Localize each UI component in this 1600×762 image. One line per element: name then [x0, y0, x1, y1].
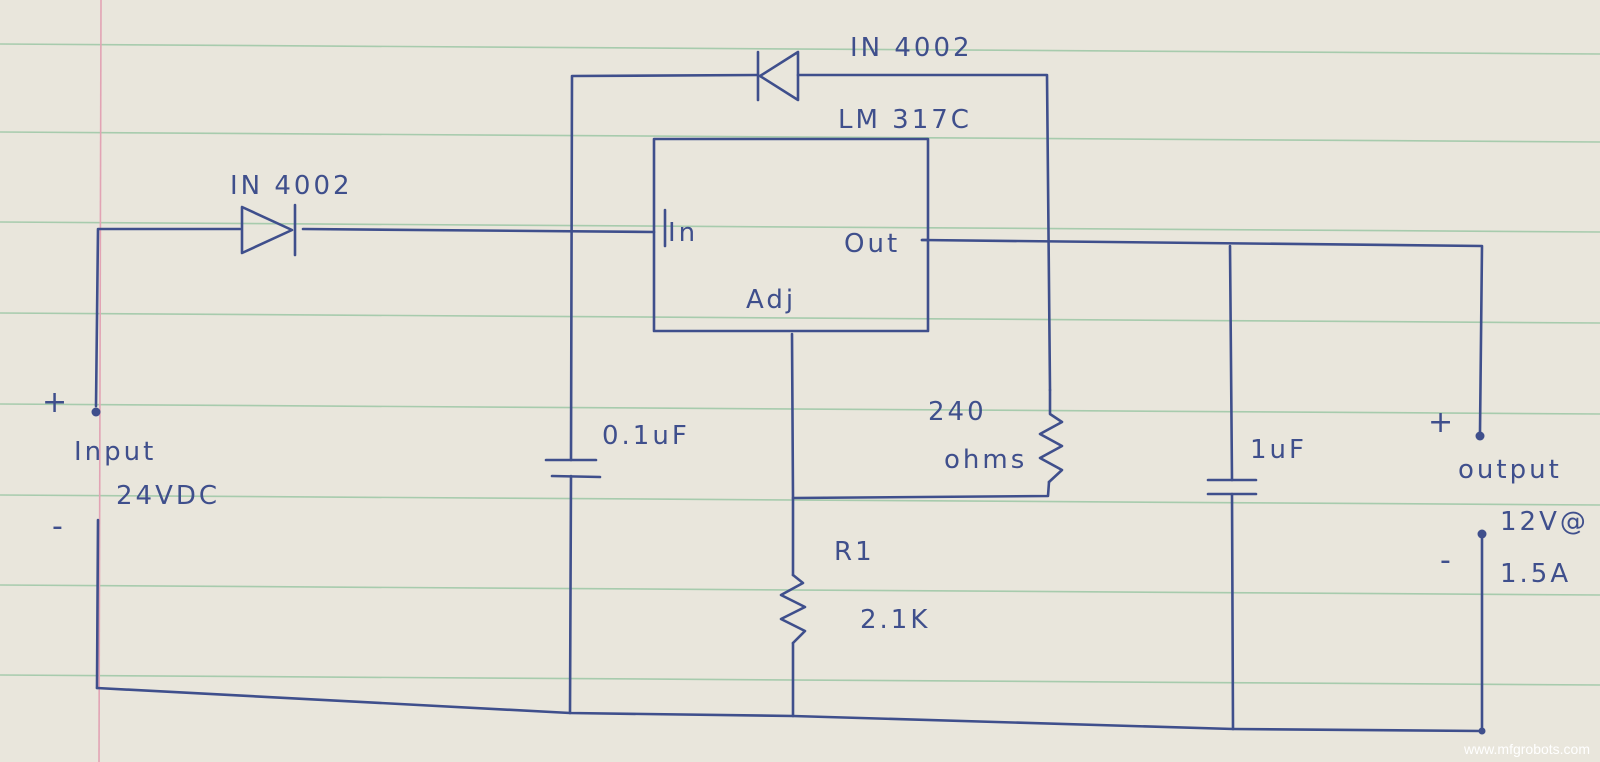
output-plus-terminal [1475, 431, 1485, 441]
pin-out-label: Out [844, 229, 900, 259]
watermark: www.mfgrobots.com [1463, 741, 1590, 757]
wire-top-loop-left [569, 73, 760, 462]
capacitor-large [1206, 478, 1258, 496]
input-plus-terminal [91, 407, 101, 417]
r1-value-label: 2.1K [860, 605, 930, 635]
res-240-unit-label: ohms [944, 445, 1027, 475]
wire-diode-to-in [301, 227, 656, 234]
res-240-value-label: 240 [928, 397, 987, 427]
pin-in-label: In [668, 218, 698, 248]
resistor-r1 [779, 573, 807, 645]
wire-small-cap-lower [568, 474, 573, 715]
wire-adj-down [790, 332, 1051, 500]
output-voltage-label: 12V@ [1500, 507, 1589, 537]
diode-left [240, 203, 297, 257]
wire-large-cap-lower [1230, 492, 1235, 731]
cap-large-label: 1uF [1250, 435, 1307, 465]
regulator-label: LM 317C [838, 105, 972, 135]
wire-input-minus [95, 518, 100, 690]
diode-top [756, 50, 800, 102]
output-minus-label: - [1440, 543, 1454, 578]
regulator-box [652, 137, 930, 333]
capacitor-small [544, 458, 602, 479]
r1-name-label: R1 [834, 537, 875, 567]
margin-line [98, 0, 102, 762]
diode-top-label: IN 4002 [850, 33, 973, 63]
output-label: output [1458, 455, 1562, 485]
resistor-240 [1038, 388, 1064, 484]
input-plus-label: + [42, 385, 70, 420]
cap-small-label: 0.1uF [602, 421, 690, 451]
wire-large-cap-upper [1228, 244, 1234, 482]
output-current-label: 1.5A [1500, 559, 1571, 589]
pin-adj-label: Adj [746, 285, 796, 315]
input-voltage-label: 24VDC [116, 481, 220, 511]
input-minus-label: - [52, 509, 66, 544]
input-label: Input [74, 437, 156, 467]
ruled-lines [0, 43, 1600, 686]
ground-bus [95, 686, 1484, 733]
output-plus-label: + [1428, 405, 1456, 440]
output-minus-terminal [1477, 529, 1487, 539]
diode-left-label: IN 4002 [230, 171, 353, 201]
wire-input-to-diode [94, 227, 242, 408]
wire-out-to-output [920, 238, 1484, 434]
ground-terminal [1478, 727, 1486, 735]
wire-top-loop-right [796, 73, 1052, 392]
